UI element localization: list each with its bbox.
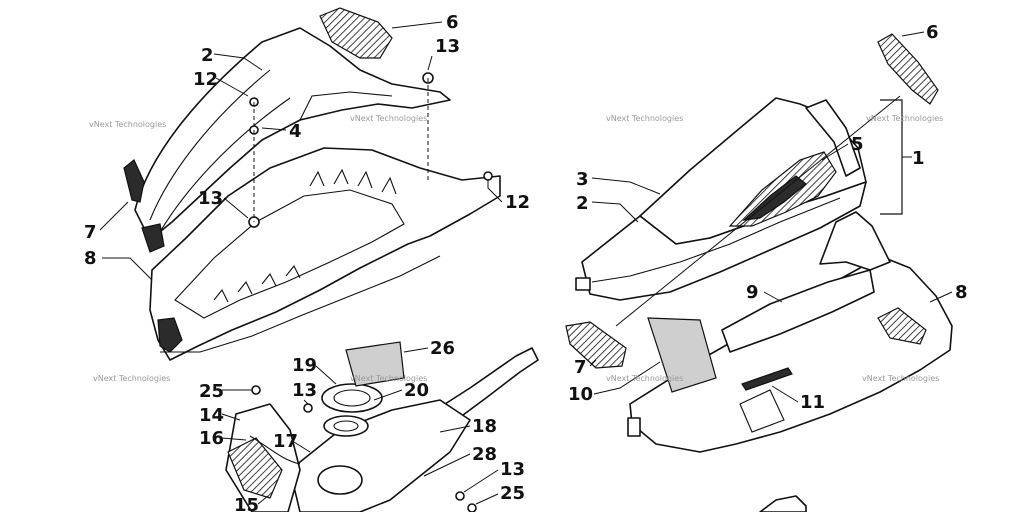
callout-11: 11 [800,392,825,413]
watermarks: vNext Technologies vNext Technologies vN… [89,114,943,383]
part-20-ring-lower [323,415,369,437]
callout-7-right: 7 [574,357,587,378]
part-16-cable [249,435,301,465]
part-8-lower-body-left [149,147,501,361]
callout-2-left: 2 [201,45,214,66]
callout-14: 14 [199,405,224,426]
part-17-floor-panel [289,399,471,512]
part-5-side-graphic-dark [742,175,807,221]
part-20-ring-lower-inner [333,420,359,432]
bottom-center-assembly: 19 26 13 20 25 14 16 17 18 28 13 25 15 [199,338,539,512]
part-2-hood-vent [141,223,165,253]
callout-12-right: 12 [505,192,530,213]
callout-16: 16 [199,428,224,449]
callout-4: 4 [289,121,302,142]
part-10-flap [647,317,717,393]
part-8-front-lip [160,255,441,353]
watermark-4: vNext Technologies [866,114,943,123]
watermark-7: vNext Technologies [606,374,683,383]
part-2-hood-front [581,181,867,301]
part-6-vent-upper-right [877,33,939,105]
part-8-tab [627,417,641,437]
callout-6-left: 6 [446,12,459,33]
right-hood-assembly: 6 1 5 3 2 9 8 7 10 11 [565,22,968,512]
part-gauge-bottom [317,465,363,495]
watermark-5: vNext Technologies [93,374,170,383]
callout-25-bottom: 25 [500,483,525,504]
callout-13-bottom-left: 13 [292,380,317,401]
part-13-nut-left [303,403,313,413]
part-11-strip [741,367,793,391]
part-25-screw-left [251,385,261,395]
callout-17: 17 [273,431,298,452]
part-13-nut-bottom [455,491,465,501]
part-8-teeth [213,168,397,303]
callout-13-top: 13 [435,36,460,57]
callout-20: 20 [404,380,429,401]
callout-15: 15 [234,495,259,512]
callout-13-center: 13 [198,188,223,209]
callout-6-right: 6 [926,22,939,43]
part-26-panel [345,341,405,387]
left-hood-assembly: 2 12 4 6 13 13 12 7 8 [84,7,530,361]
callout-25-left: 25 [199,381,224,402]
watermark-6: vNext Technologies [350,374,427,383]
callout-8-left: 8 [84,248,97,269]
part-hood-spine [805,99,861,177]
part-partial-bottom-right [759,495,807,512]
callout-2-right: 2 [576,193,589,214]
callout-5: 5 [851,134,864,155]
callout-19: 19 [292,355,317,376]
part-8-right-vent [877,307,927,345]
part-8-front-vent [157,317,183,353]
part-25-screw-bottom [467,503,477,512]
part-12-screw-right [483,171,493,181]
callout-13-bottom-right: 13 [500,459,525,480]
part-19-ring-inner [333,389,371,407]
part-7-side-vent-left [123,159,145,203]
part-15-side-panel [227,437,283,499]
part-8-lower-body-top [819,211,891,271]
part-hood-tab [575,277,591,291]
part-6-vent-upper-left [319,7,393,59]
part-2-hood-front-lip [591,197,841,283]
watermark-8: vNext Technologies [862,374,939,383]
callout-8-right: 8 [955,282,968,303]
part-8-rear-pocket [739,389,785,433]
callout-18: 18 [472,416,497,437]
callout-26: 26 [430,338,455,359]
watermark-1: vNext Technologies [89,120,166,129]
part-7-vent-right [565,321,627,369]
callout-28: 28 [472,444,497,465]
watermark-3: vNext Technologies [606,114,683,123]
watermark-2: vNext Technologies [350,114,427,123]
part-9-inner-panel [721,269,875,353]
callout-3: 3 [576,169,589,190]
part-19-ring-outer [321,383,383,413]
callout-1: 1 [912,148,925,169]
part-2-hood-detail [149,69,393,233]
callout-9: 9 [746,282,759,303]
callout-10: 10 [568,384,593,405]
callout-7-left: 7 [84,222,97,243]
callout-12-left-upper: 12 [193,69,218,90]
